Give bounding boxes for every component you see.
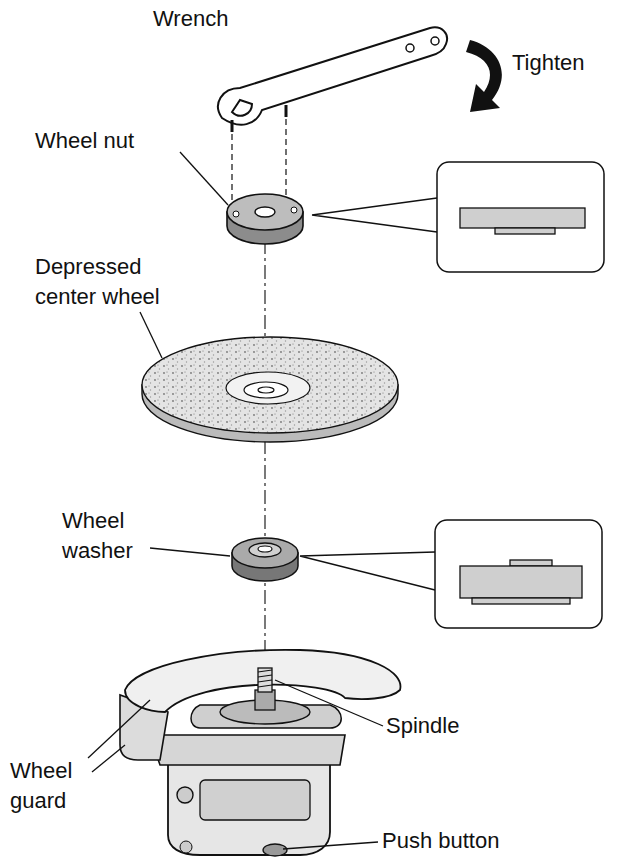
part-label: Wheel guard [10, 756, 92, 816]
part-label: Wheel nut [35, 126, 195, 156]
part-label: Tighten [512, 48, 612, 78]
part-label: Push button [382, 826, 522, 856]
part-label: Wrench [153, 4, 273, 34]
part-label: Depressed center wheel [35, 252, 195, 312]
part-label: Spindle [386, 711, 496, 741]
part-label: Wheel washer [62, 506, 154, 566]
